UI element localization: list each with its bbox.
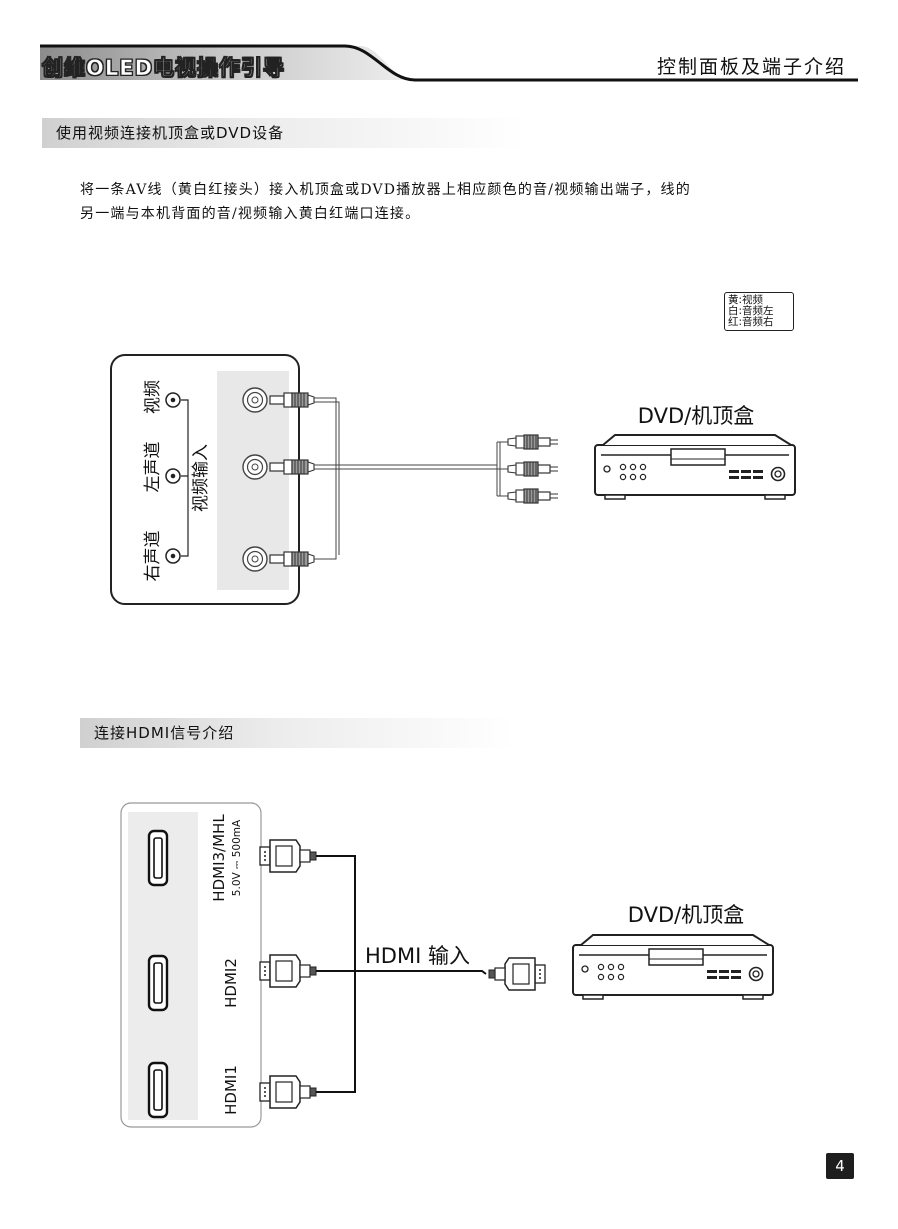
label-hdmi3: HDMI3/MHL [210, 814, 228, 902]
label-left-channel: 左声道 [143, 442, 163, 493]
header-title: 创维OLED电视操作引导 [42, 56, 286, 81]
color-legend: 黄:视频 白:音频左 红:音频右 [724, 292, 794, 331]
hdmi3-port [147, 829, 169, 887]
legend-yellow: 黄:视频 [728, 294, 764, 306]
hdmi-device-label: DVD/机顶盒 [628, 903, 744, 927]
label-hdmi1: HDMI1 [222, 1065, 240, 1115]
header-section-title: 控制面板及端子介绍 [656, 56, 846, 78]
hdmi2-port [147, 954, 169, 1012]
hdmi-plug-middle [259, 954, 317, 988]
av-left-port [242, 454, 268, 480]
legend-white: 白:音频左 [728, 305, 774, 317]
av-device-plug-1 [507, 434, 559, 450]
legend-red: 红:音频右 [728, 316, 774, 328]
av-connection-diagram: 视频 左声道 右声道 视频输入 DVD/机顶盒 [110, 354, 796, 605]
hdmi-dvd-player-icon [572, 934, 774, 1000]
av-instructions-line1: 将一条AV线（黄白红接头）接入机顶盒或DVD播放器上相应颜色的音/视频输出端子，… [80, 182, 691, 198]
av-cable [314, 397, 512, 560]
av-device-plug-2 [507, 461, 559, 477]
header-bar [40, 44, 858, 82]
section-title-av: 使用视频连接机顶盒或DVD设备 [42, 118, 526, 148]
label-hdmi2: HDMI2 [222, 958, 240, 1008]
hdmi-plug-top [259, 839, 317, 873]
av-instructions: 将一条AV线（黄白红接头）接入机顶盒或DVD播放器上相应颜色的音/视频输出端子，… [80, 178, 840, 226]
hdmi-connection-diagram: HDMI3/MHL 5.0V ⎓ 500mA HDMI2 HDMI1 HDMI … [120, 802, 774, 1128]
hdmi-cable [316, 855, 487, 1093]
hdmi-device-plug [488, 957, 546, 991]
section-title-hdmi: 连接HDMI信号介绍 [80, 718, 514, 748]
label-video: 视频 [143, 380, 163, 414]
av-video-port [242, 387, 268, 413]
port-marker-icons [165, 392, 189, 564]
av-right-port [242, 546, 268, 572]
hdmi-plug-bottom [259, 1075, 317, 1109]
av-device-label: DVD/机顶盒 [638, 404, 754, 428]
hdmi-cable-label: HDMI 输入 [365, 944, 470, 968]
av-instructions-line2: 另一端与本机背面的音/视频输入黄白红端口连接。 [80, 206, 421, 222]
page-number: 4 [826, 1153, 854, 1179]
label-hdmi3-spec: 5.0V ⎓ 500mA [231, 819, 243, 896]
av-device-plug-3 [507, 488, 559, 504]
hdmi1-port [147, 1061, 169, 1119]
label-right-channel: 右声道 [143, 531, 163, 582]
dvd-player-icon [594, 434, 796, 500]
label-video-input: 视频输入 [191, 444, 211, 512]
